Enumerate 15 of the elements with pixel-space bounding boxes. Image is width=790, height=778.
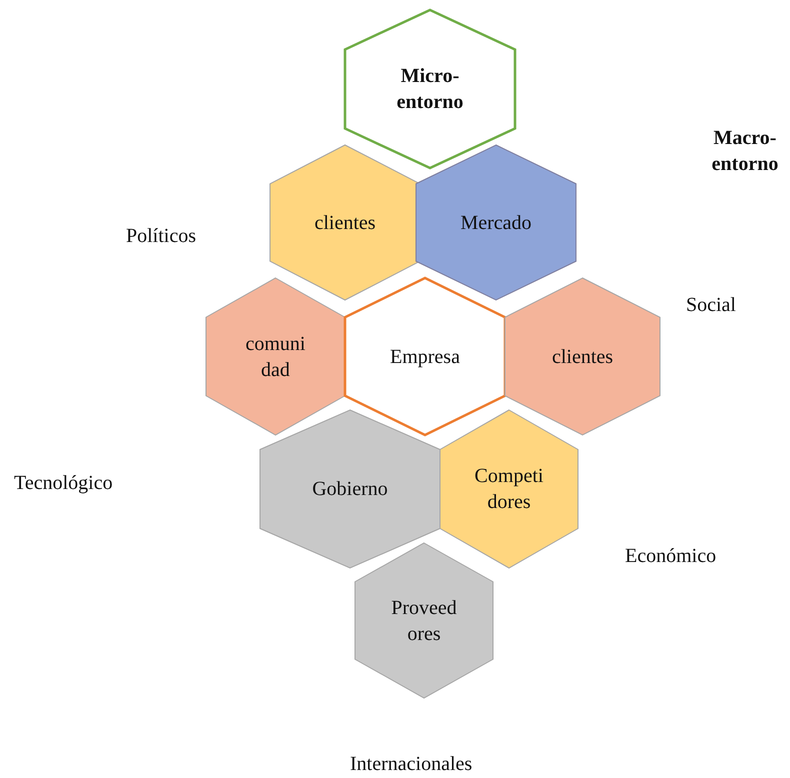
category-label: Social	[686, 294, 736, 317]
hexagon-label: Proveed ores	[390, 596, 458, 646]
hexagon-label: comuni dad	[244, 332, 306, 382]
category-label: Políticos	[126, 225, 196, 248]
hexagon-label: Competi dores	[474, 464, 544, 515]
hexagon-label: Empresa	[389, 344, 461, 370]
category-label: Macro- entorno	[710, 126, 780, 177]
category-label: Económico	[625, 545, 716, 568]
category-label: Internacionales	[350, 753, 472, 776]
hexagon-label: Mercado	[459, 210, 533, 236]
hexagon-label: clientes	[313, 210, 377, 236]
hexagon-label: Micro- entorno	[396, 64, 464, 115]
hexagon-label: clientes	[550, 344, 614, 370]
category-label: Tecnológico	[14, 472, 113, 495]
hexagon-label: Gobierno	[311, 477, 389, 502]
